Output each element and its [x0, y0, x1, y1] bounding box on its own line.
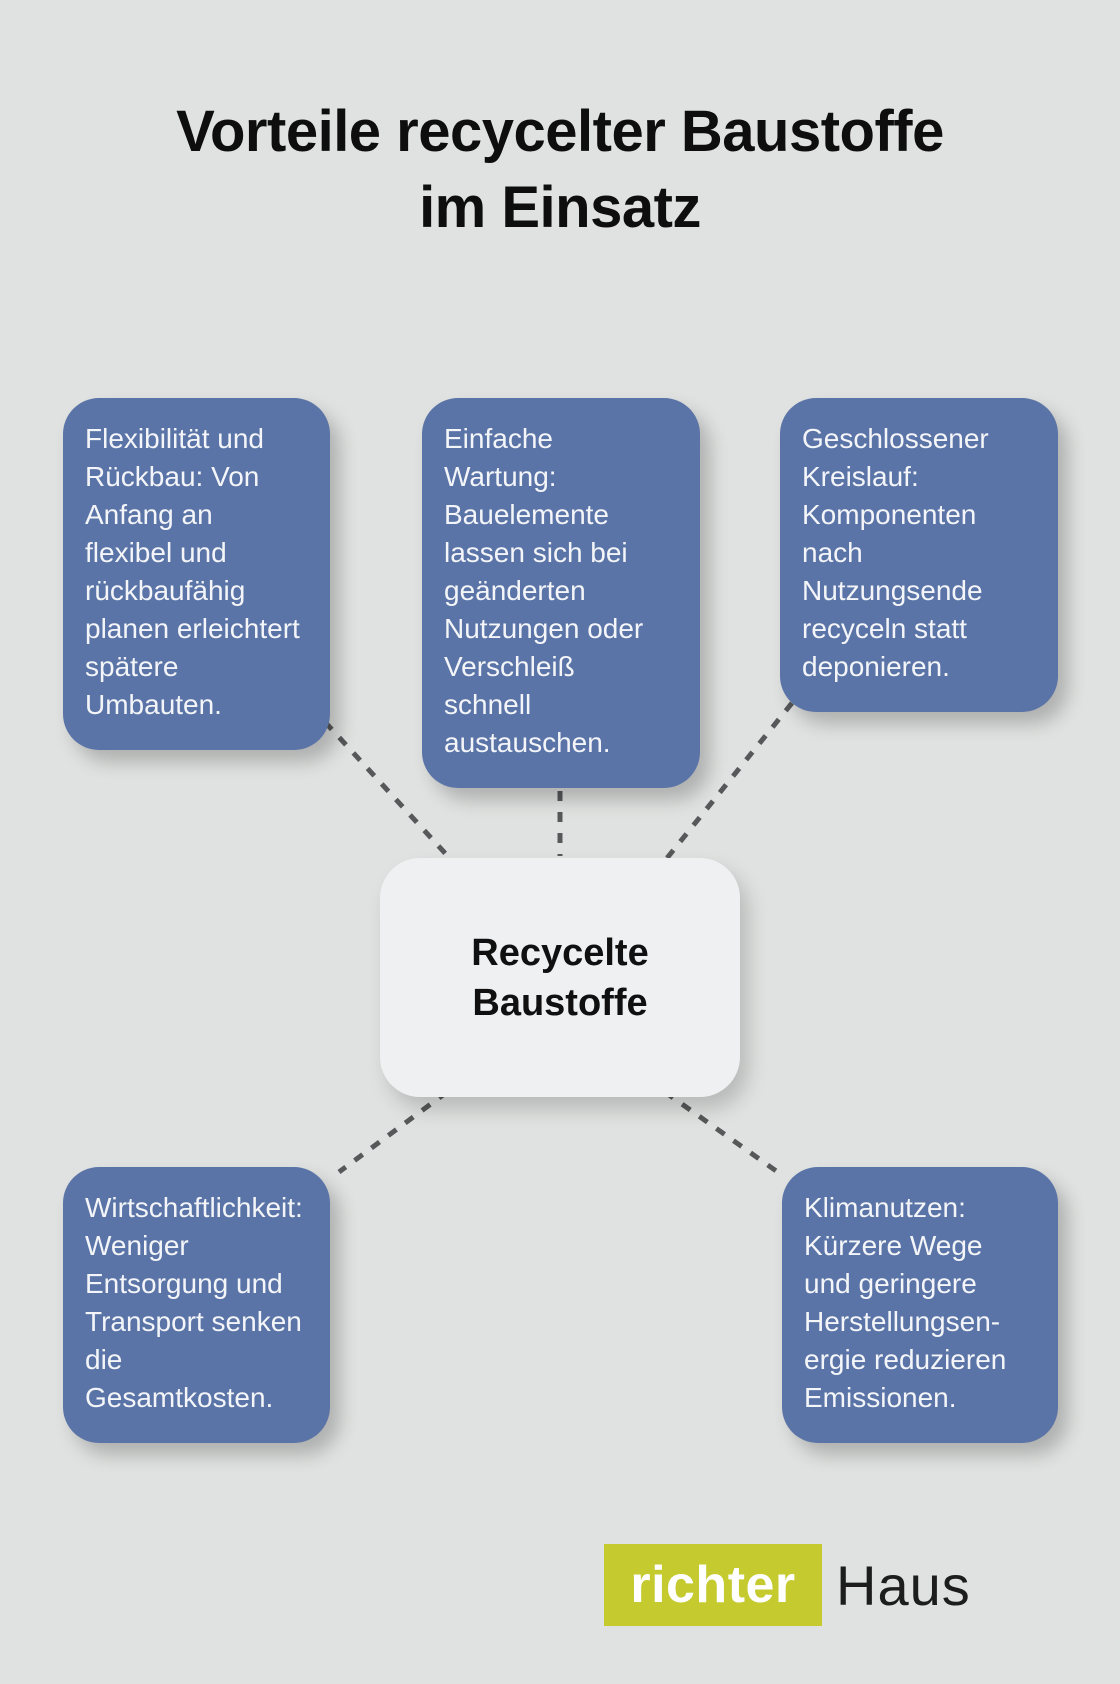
page-title: Vorteile recycelter Baustoffe im Einsatz: [176, 99, 944, 240]
center-node: Recycelte Baustoffe: [380, 858, 740, 1097]
logo-brand-text: richter: [630, 1556, 796, 1614]
connector-wirtschaft-to-center: [337, 1089, 449, 1175]
center-node-label: Recycelte Baustoffe: [471, 931, 649, 1024]
benefit-card-einfache-wartung: Einfache Wartung: Bauelemente lassen sic…: [422, 398, 700, 788]
connector-klimanutzen-to-center: [663, 1089, 781, 1176]
benefit-card-flexibilitaet-rueckbau: Flexibilität und Rückbau: Von Anfang an …: [63, 398, 330, 750]
benefit-card-geschlossener-kreislauf: Geschlossener Kreislauf: Komponenten nac…: [780, 398, 1058, 712]
benefit-card-klimanutzen: Klimanutzen: Kürzere Wege und geringere …: [782, 1167, 1058, 1443]
logo-accent-box: richter: [604, 1544, 822, 1626]
connector-kreislauf-to-center: [661, 701, 794, 865]
logo-suffix-text: Haus: [836, 1553, 971, 1617]
brand-logo: richter Haus: [604, 1544, 971, 1626]
benefit-card-wirtschaftlichkeit: Wirtschaftlichkeit: Weniger Entsorgung u…: [63, 1167, 330, 1443]
